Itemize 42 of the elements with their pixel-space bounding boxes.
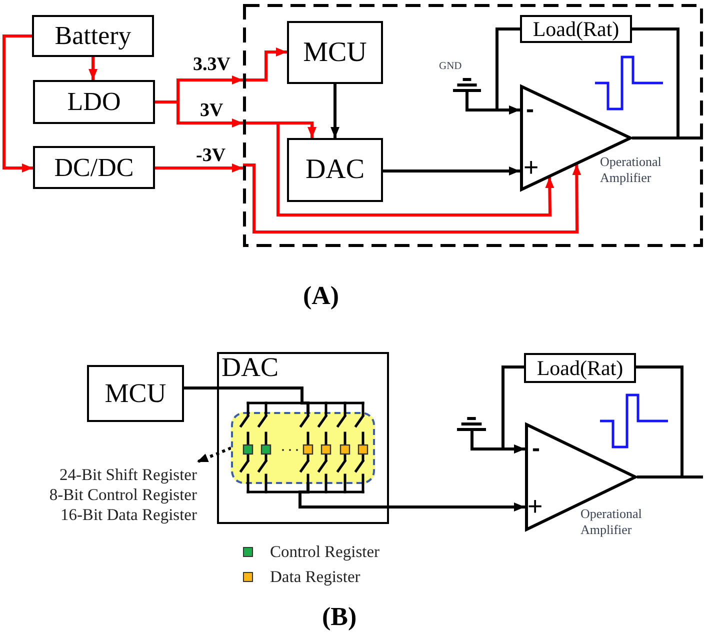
regulator-box: LDO [33, 80, 155, 124]
leader-arrow [196, 446, 232, 464]
arrow [155, 100, 243, 128]
arrow [496, 28, 520, 114]
arrow [243, 122, 554, 216]
non-inverting-input-sign: + [528, 493, 543, 519]
register-label: 24-Bit Shift Register [60, 465, 197, 485]
inverting-input-sign: - [532, 437, 540, 461]
component-caption: Operational Amplifier [580, 506, 643, 538]
mcu-box: MCU [87, 365, 184, 422]
arrow [88, 57, 98, 80]
arrow [330, 84, 340, 138]
panel-label: (A) [303, 283, 340, 309]
register-label: 16-Bit Data Register [60, 505, 197, 525]
arrow [298, 484, 525, 512]
block-title: DAC [222, 354, 279, 381]
arrow [243, 164, 582, 234]
arrow [155, 164, 243, 172]
arrow [2, 34, 33, 172]
legend-label: Control Register [270, 544, 380, 560]
connector-line [184, 386, 310, 412]
system-boundary [243, 4, 703, 247]
ground-label: GND [439, 62, 462, 72]
arrow [383, 166, 520, 176]
component-caption: Operational Amplifier [600, 154, 662, 186]
arrow [502, 366, 525, 454]
connector-line [636, 366, 684, 478]
dac-box [217, 352, 389, 524]
battery-box: Battery [32, 15, 154, 57]
load-box: Load(Rat) [524, 353, 636, 383]
dac-box: DAC [287, 138, 383, 202]
non-inverting-input-sign: + [524, 154, 539, 180]
register-label: 8-Bit Control Register [49, 485, 197, 505]
mcu-box: MCU [287, 21, 383, 84]
connector-line [632, 28, 680, 140]
load-box: Load(Rat) [520, 15, 632, 43]
arrow [243, 48, 287, 82]
converter-box: DC/DC [33, 146, 155, 189]
inverting-input-sign: - [526, 98, 534, 122]
panel-label: (B) [322, 604, 357, 630]
ground-icon [457, 417, 486, 431]
legend-label: Data Register [270, 568, 360, 585]
